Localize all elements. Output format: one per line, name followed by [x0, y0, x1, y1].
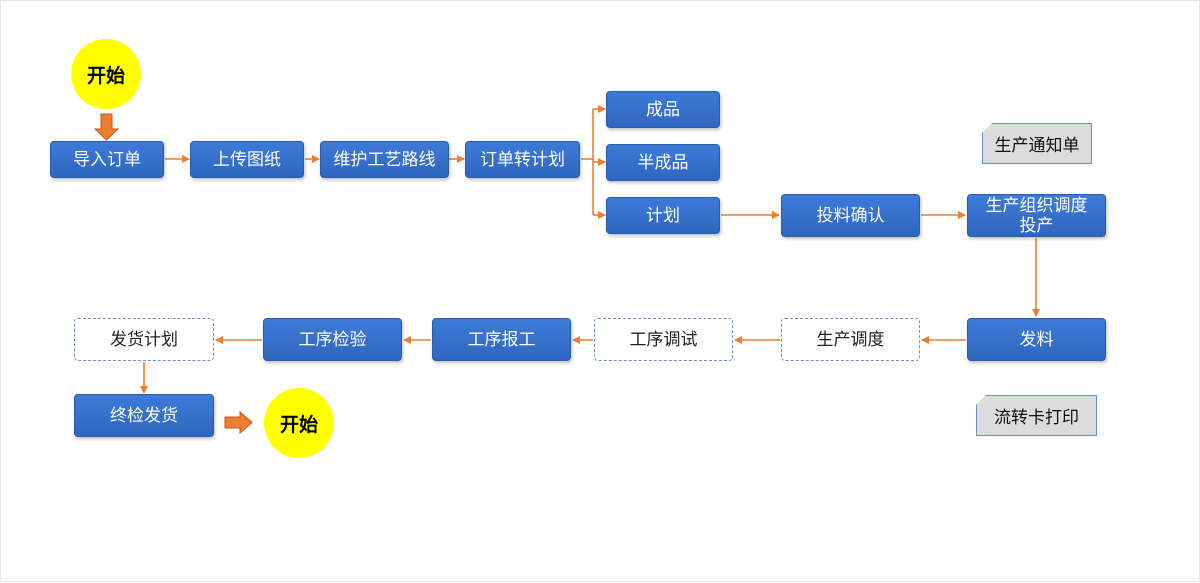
- node-label: 发料: [1019, 329, 1054, 350]
- node-label: 导入订单: [73, 149, 141, 170]
- node-label: 生产调度: [816, 329, 885, 350]
- node-process-inspect[interactable]: 工序检验: [263, 318, 402, 361]
- node-label: 订单转计划: [480, 149, 565, 170]
- node-semi-finished[interactable]: 半成品: [606, 144, 720, 181]
- node-material-confirm[interactable]: 投料确认: [781, 194, 920, 237]
- node-label-line1: 生产组织调度: [985, 195, 1088, 216]
- start-terminal-label: 开始: [86, 64, 125, 87]
- node-dispatch-material[interactable]: 发料: [967, 318, 1106, 361]
- doc-label: 生产通知单: [994, 136, 1080, 156]
- node-process-debug[interactable]: 工序调试: [594, 318, 733, 361]
- block-arrow-start-down: [93, 113, 120, 141]
- node-label: 维护工艺路线: [333, 149, 436, 170]
- node-label: 工序调试: [629, 329, 698, 350]
- node-label: 成品: [646, 99, 680, 120]
- node-final-ship[interactable]: 终检发货: [74, 394, 214, 437]
- doc-label: 流转卡打印: [994, 408, 1079, 428]
- node-production-schedule[interactable]: 生产调度: [781, 318, 920, 361]
- doc-flow-card-print: 流转卡打印: [976, 395, 1097, 436]
- node-label: 终检发货: [110, 405, 178, 426]
- node-ship-plan[interactable]: 发货计划: [74, 318, 214, 361]
- node-process-report[interactable]: 工序报工: [432, 318, 571, 361]
- node-label-line2: 投产: [1019, 215, 1054, 236]
- node-maintain-route[interactable]: 维护工艺路线: [320, 141, 449, 178]
- node-import-order[interactable]: 导入订单: [50, 141, 164, 178]
- block-arrow-final-to-end: [224, 410, 253, 435]
- node-label: 半成品: [637, 152, 689, 173]
- node-finished[interactable]: 成品: [606, 91, 720, 128]
- node-label: 投料确认: [816, 205, 885, 226]
- end-terminal-label: 开始: [279, 413, 318, 436]
- node-label: 工序检验: [298, 329, 367, 350]
- node-order-to-plan[interactable]: 订单转计划: [465, 141, 580, 178]
- end-terminal: 开始: [264, 388, 334, 458]
- node-label: 工序报工: [467, 329, 536, 350]
- doc-production-notice: 生产通知单: [982, 123, 1092, 164]
- node-label: 上传图纸: [213, 149, 281, 170]
- node-production-org[interactable]: 生产组织调度 投产: [967, 194, 1106, 237]
- node-label: 发货计划: [110, 329, 178, 350]
- start-terminal: 开始: [71, 39, 141, 109]
- node-upload-drawing[interactable]: 上传图纸: [190, 141, 304, 178]
- node-plan[interactable]: 计划: [606, 197, 720, 234]
- node-label: 计划: [646, 205, 680, 226]
